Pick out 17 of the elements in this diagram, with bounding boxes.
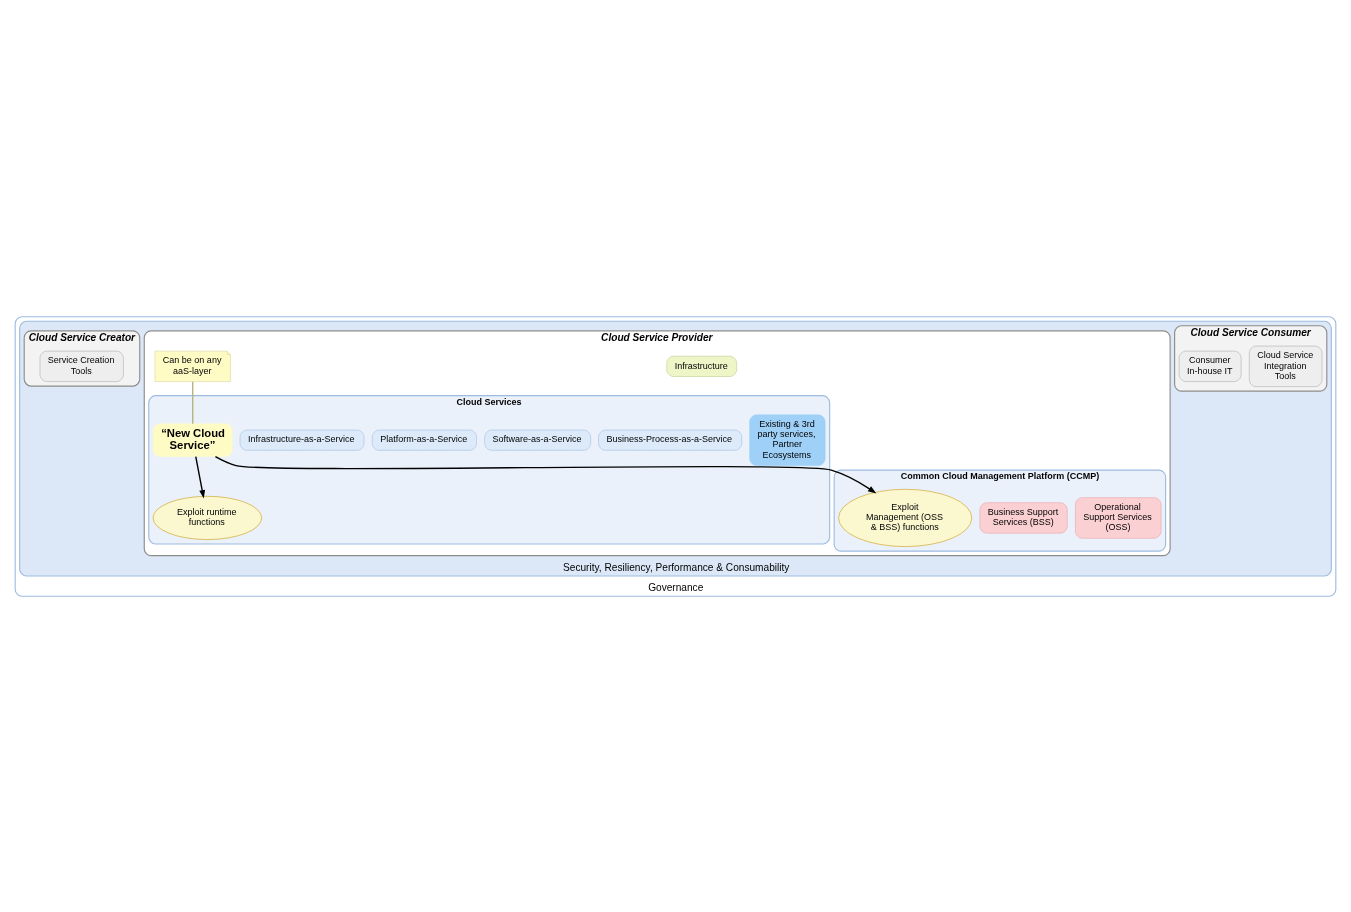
- node-ellipse: Exploit runtime functions: [152, 495, 262, 540]
- node-box: Infrastructure: [666, 355, 737, 377]
- node-box: Service Creation Tools: [39, 350, 124, 382]
- node-box: Operational Support Services (OSS): [1075, 496, 1162, 538]
- node-box: Cloud Service Integration Tools: [1249, 345, 1323, 387]
- node-box: Platform-as-a-Service: [371, 429, 477, 451]
- node-box: Business-Process-as-a-Service: [598, 429, 742, 451]
- node-box: Consumer In-house IT: [1178, 350, 1242, 382]
- node-box: Existing & 3rd party services, Partner Ecosystems: [749, 414, 826, 466]
- arrow: [214, 455, 877, 493]
- node-box: “New Cloud Service”: [153, 423, 233, 457]
- node-ellipse: Exploit Management (OSS & BSS) functions: [838, 488, 973, 547]
- connector: [192, 380, 194, 424]
- node-box: Software-as-a-Service: [484, 429, 591, 451]
- arrow: [195, 455, 206, 499]
- node-box: Infrastructure-as-a-Service: [239, 429, 365, 451]
- node-box: Business Support Services (BSS): [979, 501, 1068, 533]
